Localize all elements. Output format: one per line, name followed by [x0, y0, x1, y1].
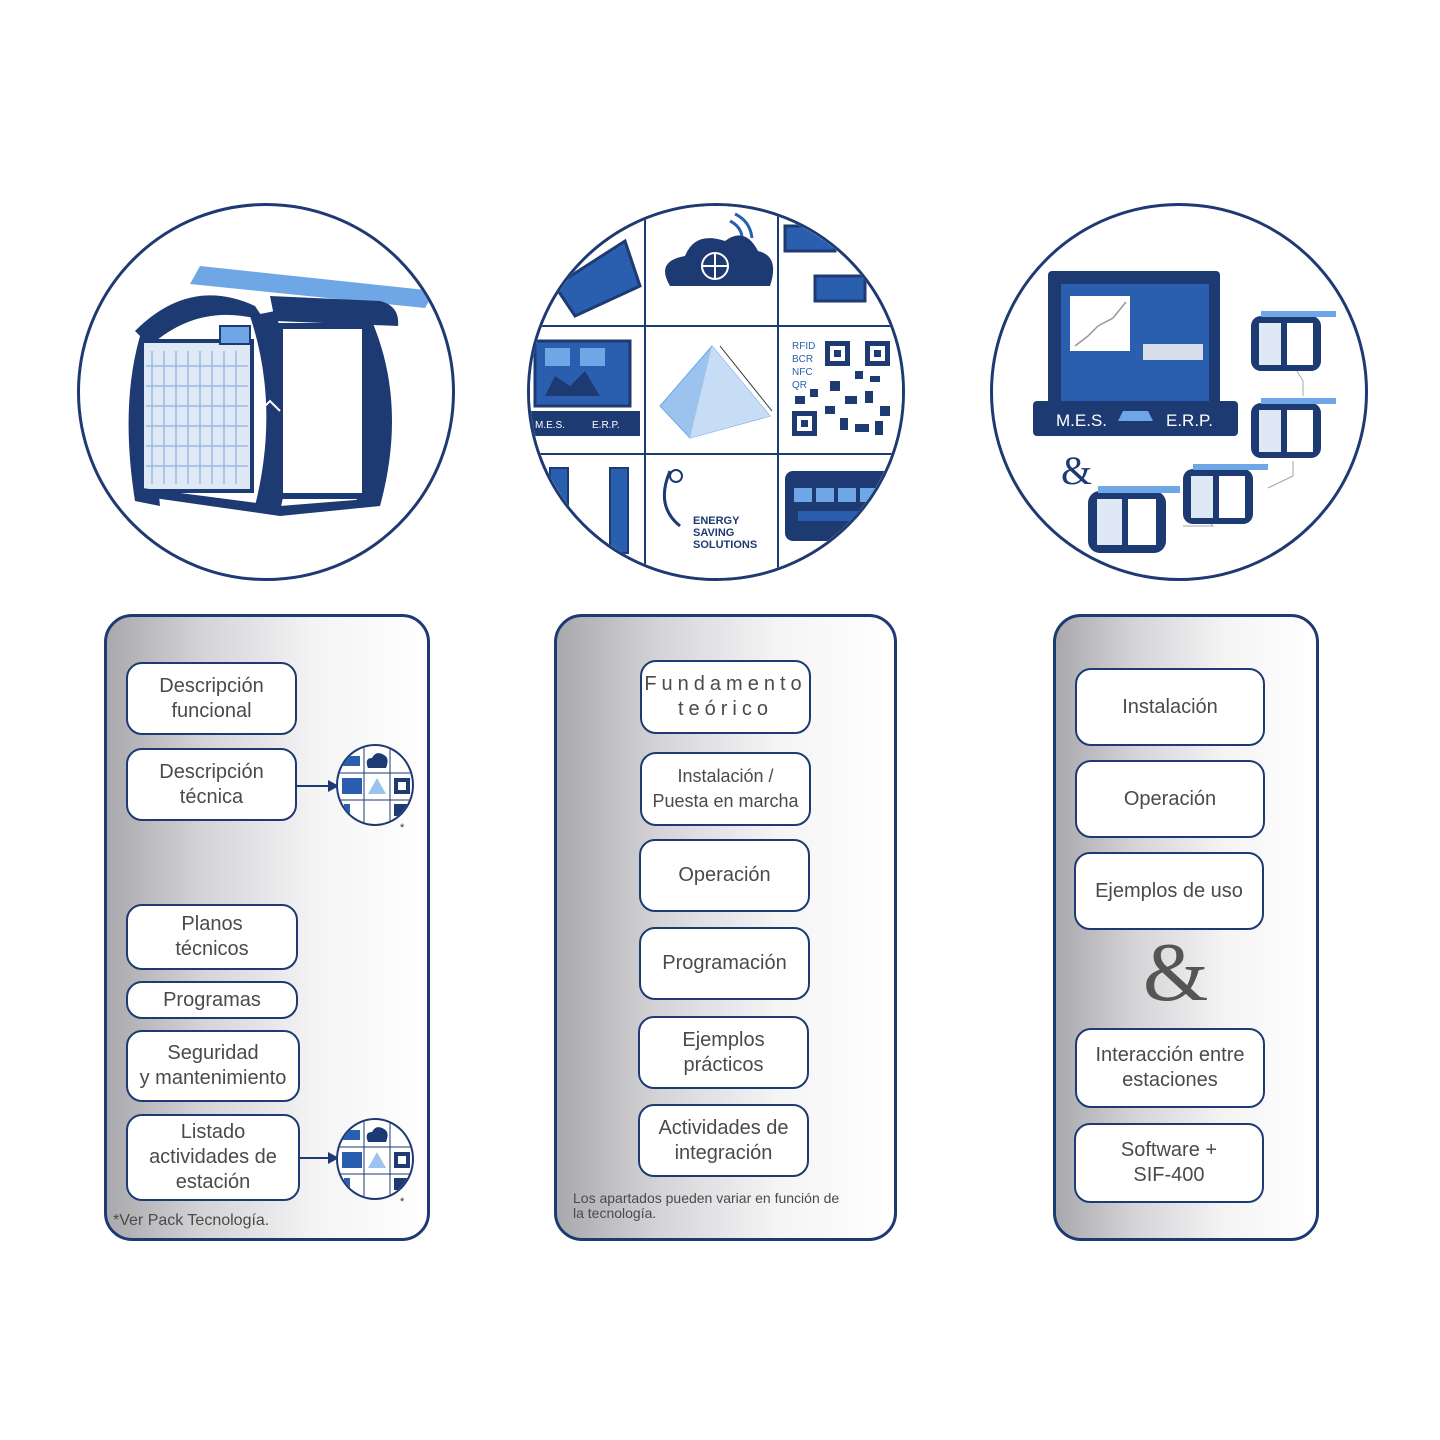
theoretical-foundation-item[interactable]: Fundamento teórico: [640, 660, 811, 734]
qr-label: QR: [792, 380, 807, 391]
technical-drawings-item[interactable]: Planos técnicos: [126, 904, 298, 970]
programming-label: Programación: [662, 952, 787, 974]
usage-examples-label: Ejemplos de uso: [1095, 879, 1243, 902]
technology-variation-footnote: Los apartados pueden variar en función d…: [573, 1190, 840, 1221]
mes-label: M.E.S.: [535, 420, 565, 431]
asterisk-mark: *: [400, 1196, 405, 1208]
station-interaction-item[interactable]: Interacción entre estaciones: [1075, 1028, 1265, 1108]
practical-examples-item[interactable]: Ejemplos prácticos: [638, 1016, 809, 1089]
operation-item[interactable]: Operación: [1075, 760, 1265, 838]
energy-label-1: ENERGY: [693, 515, 740, 527]
integration-activities-item[interactable]: Actividades de integración: [638, 1104, 809, 1177]
bcr-label: BCR: [792, 354, 813, 365]
technology-pack-footnote: *Ver Pack Tecnología.: [113, 1212, 270, 1229]
mes-erp-network: M.E.S. E.R.P. &: [1033, 271, 1336, 553]
energy-label-3: SOLUTIONS: [693, 539, 757, 551]
technology-pack-thumbnail[interactable]: [336, 1118, 414, 1200]
energy-label-2: SAVING: [693, 527, 734, 539]
operation-label: Operación: [678, 864, 771, 886]
programming-item[interactable]: Programación: [639, 927, 810, 1000]
technology-collage: M.E.S. E.R.P. RFID BCR NFC QR ENERGY SAV…: [530, 206, 902, 578]
technical-drawings-label: Planos técnicos: [175, 913, 249, 960]
arrow-icon: [295, 780, 339, 792]
installation-commissioning-item[interactable]: Instalación / Puesta en marcha: [640, 752, 811, 826]
technical-description-label: Descripción técnica: [159, 760, 264, 808]
theoretical-foundation-label: Fundamento teórico: [644, 673, 807, 720]
erp-label-large: E.R.P.: [1166, 411, 1213, 430]
safety-maintenance-item[interactable]: Seguridad y mantenimiento: [126, 1030, 300, 1102]
software-sif400-label: Software + SIF-400: [1120, 1139, 1218, 1186]
installation-label: Instalación: [1122, 695, 1218, 718]
operation-label: Operación: [1123, 787, 1217, 810]
technology-pack-thumbnail[interactable]: [336, 744, 414, 826]
safety-maintenance-label: Seguridad y mantenimiento: [139, 1042, 287, 1089]
ampersand-icon: &: [1061, 448, 1092, 493]
erp-label: E.R.P.: [592, 420, 620, 431]
installation-item[interactable]: Instalación: [1075, 668, 1265, 746]
ampersand-icon: &: [1143, 926, 1209, 1019]
station-interaction-label: Interacción entre estaciones: [1095, 1044, 1245, 1091]
integration-activities-label: Actividades de integración: [658, 1116, 789, 1164]
nfc-label: NFC: [792, 367, 813, 378]
qr-code-icon: [792, 341, 890, 436]
software-sif400-item[interactable]: Software + SIF-400: [1074, 1123, 1264, 1203]
rfid-label: RFID: [792, 341, 815, 352]
programs-label: Programas: [163, 988, 261, 1011]
installation-commissioning-label: Instalación / Puesta en marcha: [652, 766, 799, 811]
arrow-icon: [298, 1152, 339, 1164]
station-activities-list-item[interactable]: Listado actividades de estación: [126, 1114, 300, 1201]
functional-description-item[interactable]: Descripción funcional: [126, 662, 297, 735]
programs-item[interactable]: Programas: [126, 981, 298, 1019]
station-illustration-circle: [77, 203, 455, 581]
asterisk-mark: *: [400, 822, 405, 834]
station-mini-icons: [1088, 311, 1336, 553]
operation-item[interactable]: Operación: [639, 839, 810, 912]
usage-examples-item[interactable]: Ejemplos de uso: [1074, 852, 1264, 930]
station-icon: [128, 266, 435, 516]
technical-description-item[interactable]: Descripción técnica: [126, 748, 297, 821]
mes-erp-network-circle: M.E.S. E.R.P. &: [990, 203, 1368, 581]
functional-description-label: Descripción funcional: [159, 674, 264, 722]
technology-collage-circle: M.E.S. E.R.P. RFID BCR NFC QR ENERGY SAV…: [527, 203, 905, 581]
station-activities-list-label: Listado actividades de estación: [149, 1121, 277, 1193]
practical-examples-label: Ejemplos prácticos: [682, 1028, 765, 1076]
mes-label-large: M.E.S.: [1056, 411, 1107, 430]
